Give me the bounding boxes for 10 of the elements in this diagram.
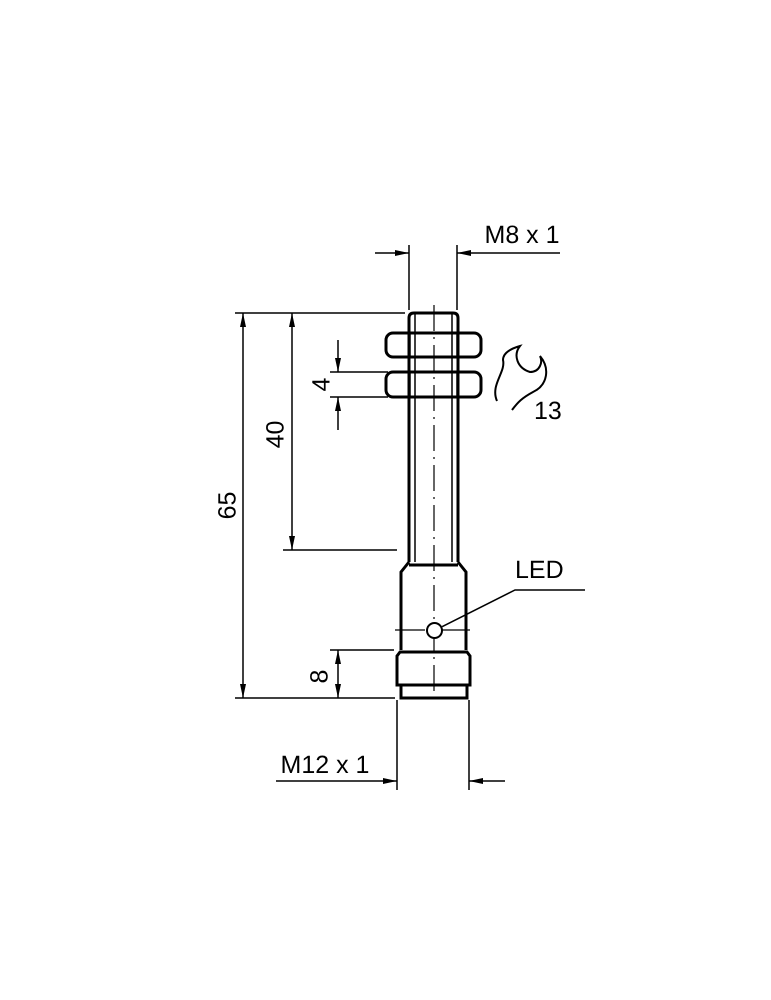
- dimension-value: 40: [263, 420, 288, 448]
- led-indicator: [426, 622, 443, 639]
- wrench-size: 13: [534, 398, 562, 424]
- dimension-value: 8: [307, 669, 332, 683]
- dimension-value: M12 x 1: [280, 752, 370, 778]
- callout-label: LED: [515, 558, 575, 586]
- dimension-value: 4: [309, 377, 334, 391]
- dimension-value: M8 x 1: [484, 222, 560, 248]
- leader-line: [442, 589, 585, 628]
- dimension-value: 65: [215, 491, 240, 519]
